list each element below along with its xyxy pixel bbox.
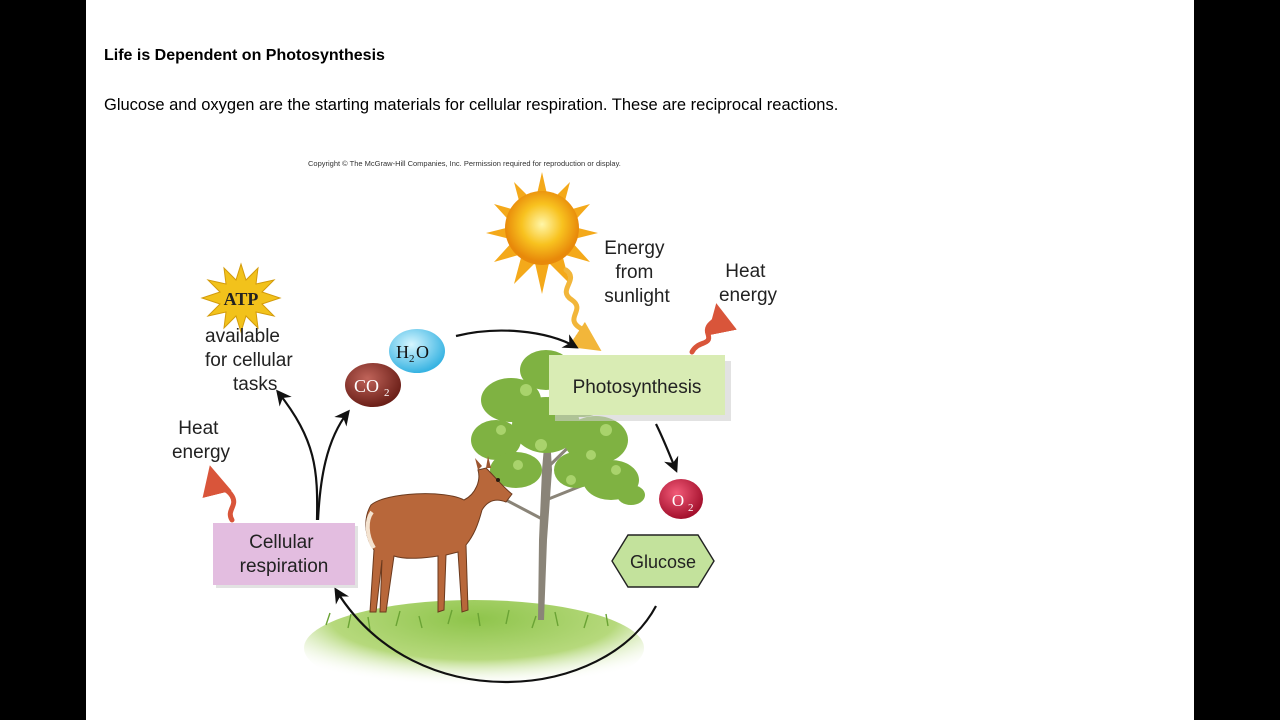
slide-page: Life is Dependent on Photosynthesis Gluc… bbox=[86, 0, 1194, 720]
heat-energy-label-left: Heat energy bbox=[172, 418, 231, 463]
svg-text:2: 2 bbox=[384, 387, 390, 399]
slide-body-text: Glucose and oxygen are the starting mate… bbox=[104, 96, 839, 114]
heat-arrow-left bbox=[202, 465, 237, 523]
grass-ground bbox=[304, 600, 644, 696]
sun-icon bbox=[486, 172, 598, 294]
arrow-to-atp bbox=[276, 389, 319, 521]
deer-illustration bbox=[365, 456, 513, 613]
slide-title: Life is Dependent on Photosynthesis bbox=[104, 47, 385, 64]
photosynthesis-respiration-diagram: Copyright © The McGraw-Hill Companies, I… bbox=[172, 159, 778, 696]
grass-blades bbox=[325, 609, 609, 631]
arrow-to-co2 bbox=[316, 409, 350, 521]
cycle-arrow-bottom bbox=[334, 587, 657, 684]
cycle-arrow-top bbox=[455, 329, 579, 349]
glucose-hexagon: Glucose bbox=[611, 534, 715, 588]
photosynthesis-box: Photosynthesis bbox=[549, 355, 731, 421]
sunlight-ray-arrow bbox=[563, 267, 602, 352]
svg-text:2: 2 bbox=[688, 502, 694, 514]
copyright-notice: Copyright © The McGraw-Hill Companies, I… bbox=[308, 159, 621, 168]
svg-text:Cellular respiration: Cellular respiration bbox=[240, 532, 329, 577]
sunlight-label: Energy from sunlight bbox=[604, 238, 670, 307]
co2-molecule: CO 2 bbox=[345, 363, 401, 407]
arrow-to-o2 bbox=[655, 423, 679, 473]
heat-arrow-top bbox=[689, 303, 737, 355]
cellular-respiration-box: Cellular respiration bbox=[213, 523, 358, 588]
svg-text:Glucose: Glucose bbox=[630, 552, 696, 572]
h2o-molecule: H 2 O bbox=[389, 329, 445, 373]
svg-text:Photosynthesis: Photosynthesis bbox=[573, 377, 702, 398]
svg-text:O: O bbox=[416, 342, 429, 362]
svg-text:H: H bbox=[396, 342, 409, 362]
svg-text:O: O bbox=[672, 491, 684, 510]
svg-text:ATP: ATP bbox=[224, 289, 259, 309]
svg-text:CO: CO bbox=[354, 376, 379, 396]
atp-caption: available for cellular tasks bbox=[205, 326, 298, 395]
heat-energy-label-top: Heat energy bbox=[719, 261, 778, 306]
atp-starburst-icon: ATP bbox=[200, 262, 282, 334]
svg-text:2: 2 bbox=[409, 353, 415, 365]
o2-molecule: O 2 bbox=[659, 479, 703, 519]
